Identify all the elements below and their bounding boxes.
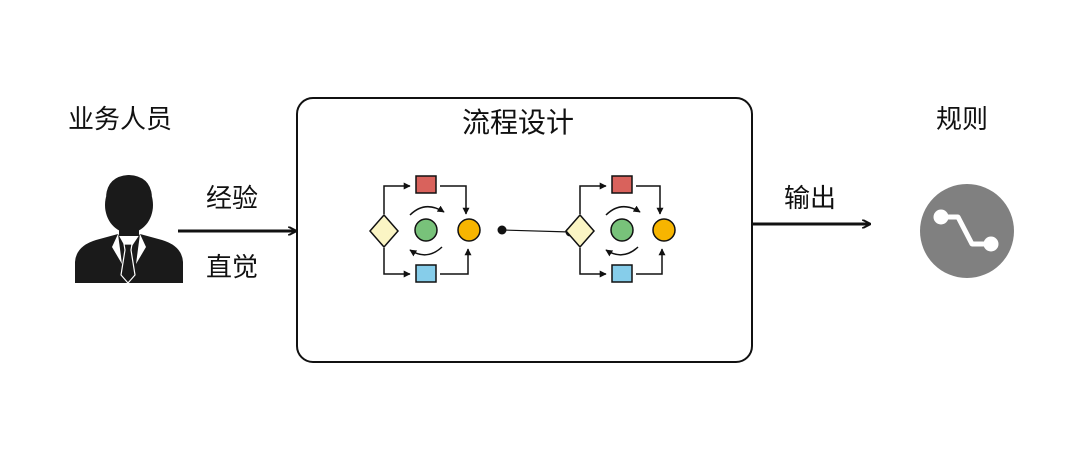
bpmn-fragment-2 [565, 175, 676, 283]
bpmn-fragment-1 [369, 175, 481, 283]
task-box-bottom [415, 264, 437, 283]
event-circle-yellow [457, 218, 481, 242]
gateway-diamond [369, 213, 399, 249]
gateway-diamond [565, 213, 595, 249]
output-label: 输出 [784, 184, 837, 214]
person-label: 业务人员 [68, 105, 173, 135]
rules-label: 规则 [936, 105, 989, 135]
intuition-label: 直觉 [206, 253, 259, 283]
rule-flow-icon [920, 184, 1014, 278]
event-circle-green [414, 218, 438, 242]
task-box-bottom [611, 264, 633, 283]
task-box-top [611, 175, 633, 194]
event-circle-green [610, 218, 634, 242]
experience-label: 经验 [206, 184, 259, 214]
process-design-box [296, 97, 753, 363]
event-circle-yellow [652, 218, 676, 242]
businessman-icon [75, 175, 183, 284]
task-box-top [415, 175, 437, 194]
process-design-title: 流程设计 [462, 106, 575, 139]
